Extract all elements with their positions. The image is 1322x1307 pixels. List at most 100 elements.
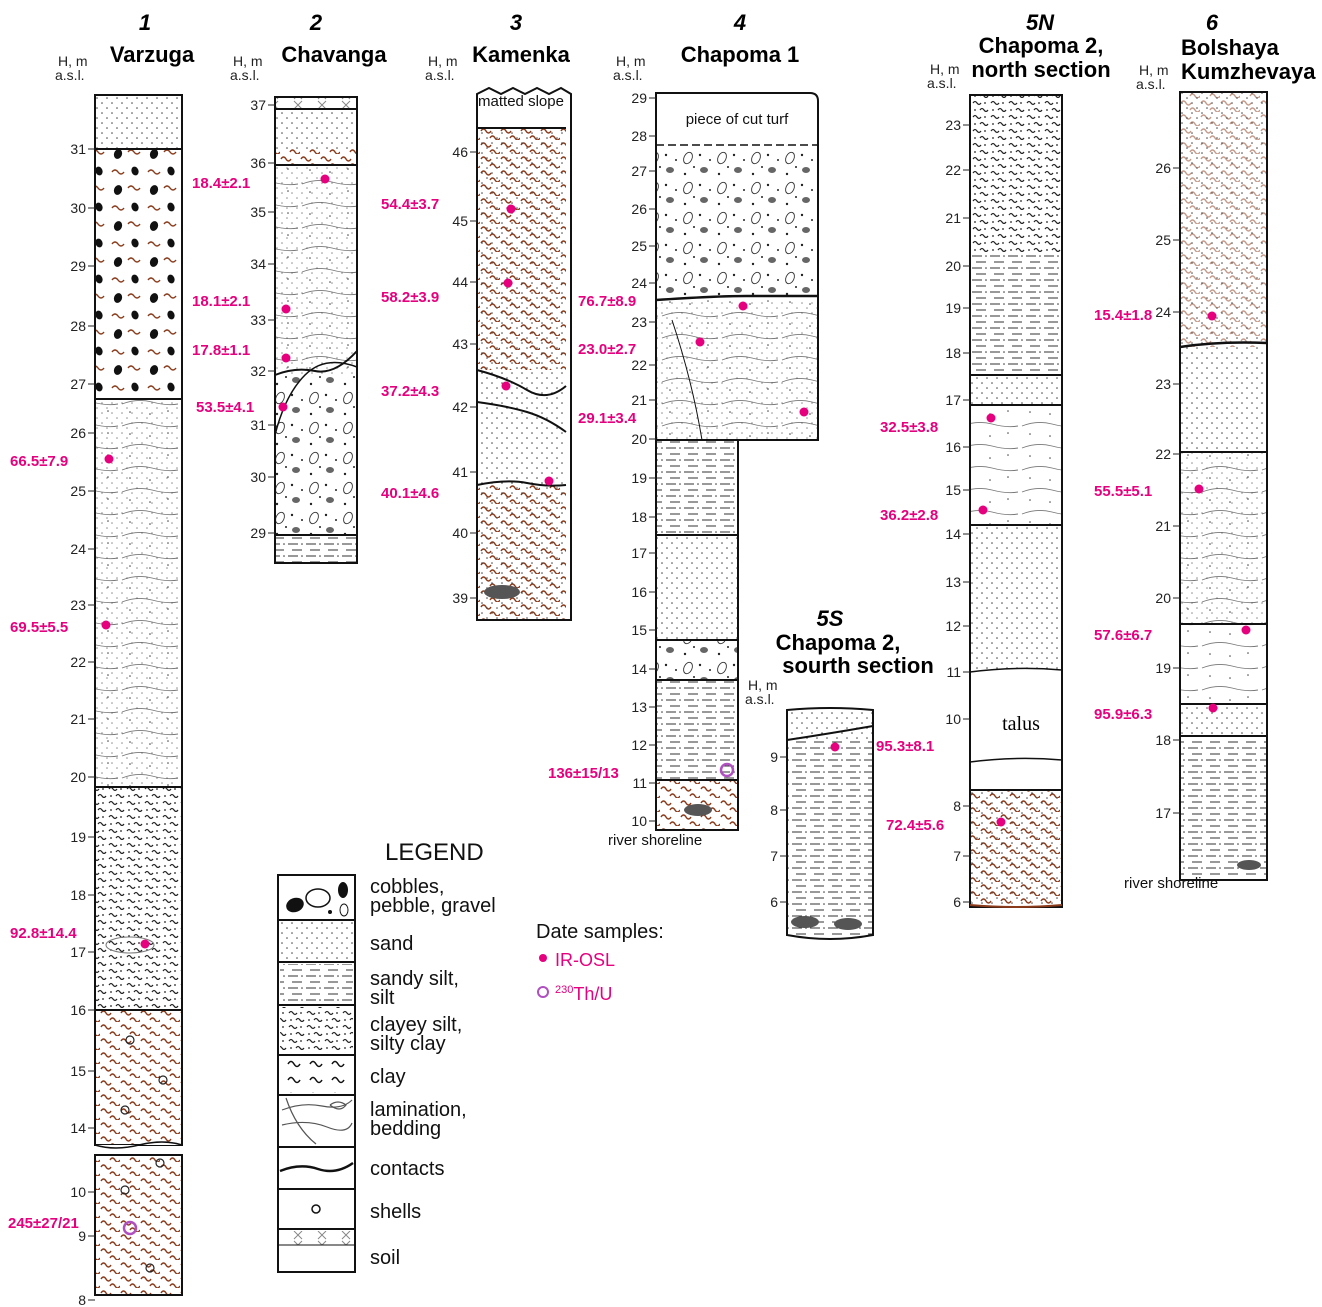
date-label: 54.4±3.7 [381, 196, 439, 213]
date-label: 18.4±2.1 [192, 175, 250, 192]
legend-label-silt: sandy silt,silt [370, 968, 459, 1009]
tick-label: 31 [70, 141, 86, 157]
tick-label: 7 [953, 848, 961, 864]
ir-osl-sample-dot [278, 402, 288, 412]
axis-label-h: H, m [58, 53, 88, 69]
tick-label: 10 [70, 1184, 86, 1200]
legend-swatch-clayey [280, 1007, 353, 1053]
tick-label: 31 [250, 417, 266, 433]
tick-label: 17 [70, 944, 86, 960]
date-label: 92.8±14.4 [10, 925, 77, 942]
talus-label: talus [1002, 713, 1040, 735]
column-number: 5S [817, 606, 844, 631]
axis-label-asl: a.s.l. [55, 67, 85, 83]
tick-label: 26 [70, 425, 86, 441]
legend-th-u-symbol [537, 986, 549, 998]
tick-label: 45 [452, 213, 468, 229]
legend-swatch-contacts [279, 1161, 354, 1173]
tick-label: 25 [1155, 232, 1171, 248]
date-label: 58.2±3.9 [381, 289, 439, 306]
tick-label: 15 [70, 1063, 86, 1079]
legend-label-cobbles: cobbles,pebble, gravel [370, 876, 496, 917]
tick-label: 18 [1155, 732, 1171, 748]
axis-label-asl: a.s.l. [1136, 76, 1166, 92]
ir-osl-sample-dot [501, 381, 511, 391]
date-label: 76.7±8.9 [578, 293, 636, 310]
column-name: Chapoma 1 [681, 42, 800, 67]
tick-label: 12 [945, 618, 961, 634]
tick-label: 39 [452, 590, 468, 606]
tick-label: 41 [452, 464, 468, 480]
column-1-varzuga: 1 Varzuga H, m a.s.l. 313029282726252423… [8, 10, 195, 1307]
date-samples: 95.3±8.1 [830, 738, 934, 755]
column-6-bolshaya-kumzhevaya: 6 Bolshaya Kumzhevaya H, m a.s.l. river … [1094, 10, 1316, 892]
tick-label: 27 [631, 163, 647, 179]
tick-label: 29 [70, 258, 86, 274]
tick-label: 20 [631, 431, 647, 447]
ir-osl-sample-dot [738, 301, 748, 311]
date-label: 72.4±5.6 [886, 817, 944, 834]
legend-swatch-lamination [281, 1097, 353, 1145]
legend-swatch-cobbles [286, 882, 349, 917]
column-2-chavanga: 2 Chavanga H, m a.s.l. 37363534333231302… [192, 10, 387, 564]
date-label: 245±27/21 [8, 1215, 79, 1232]
column-name-line-2: sourth section [782, 653, 934, 678]
date-label: 18.1±2.1 [192, 293, 250, 310]
tick-label: 33 [250, 312, 266, 328]
tick-label: 26 [1155, 160, 1171, 176]
column-number: 6 [1206, 10, 1219, 35]
date-label: 37.2±4.3 [381, 383, 439, 400]
top-note: piece of cut turf [686, 111, 789, 128]
ir-osl-sample-dot [1208, 703, 1218, 713]
date-label: 95.9±6.3 [1094, 706, 1152, 723]
column-number: 3 [510, 10, 522, 35]
tick-label: 7 [770, 848, 778, 864]
tick-label: 10 [631, 813, 647, 829]
legend-swatch-shells [311, 1204, 321, 1214]
column-name-line-2: north section [971, 57, 1110, 82]
tick-label: 6 [953, 894, 961, 910]
column-name: Chavanga [281, 42, 387, 67]
ir-osl-sample-dot [101, 620, 111, 630]
tick-label: 20 [945, 258, 961, 274]
tick-label: 19 [70, 829, 86, 845]
ir-osl-sample-dot [544, 476, 554, 486]
tick-label: 21 [631, 392, 647, 408]
tick-label: 22 [945, 162, 961, 178]
ir-osl-sample-dot [506, 204, 516, 214]
date-samples: 54.4±3.7 58.2±3.9 37.2±4.3 40.1±4.6 [381, 196, 554, 502]
date-samples: 66.5±7.9 69.5±5.5 92.8±14.4 245±27/21 [8, 453, 150, 1236]
tick-label: 18 [631, 509, 647, 525]
axis-label-asl: a.s.l. [613, 67, 643, 83]
tick-label: 23 [945, 117, 961, 133]
ir-osl-sample-dot [140, 939, 150, 949]
tick-label: 30 [70, 200, 86, 216]
top-note: matted slope [478, 93, 564, 110]
date-label: 55.5±5.1 [1094, 483, 1152, 500]
date-label: 69.5±5.5 [10, 619, 68, 636]
legend-swatch-sand [280, 922, 353, 960]
date-label: 136±15/13 [548, 765, 619, 782]
date-samples: 32.5±3.8 36.2±2.8 72.4±5.6 [880, 413, 1006, 834]
tick-label: 19 [1155, 660, 1171, 676]
tick-label: 17 [631, 545, 647, 561]
ir-osl-sample-dot [1241, 625, 1251, 635]
column-3-kamenka: 3 Kamenka H, m a.s.l. matted slope 46454… [381, 10, 572, 621]
date-samples: 18.4±2.1 18.1±2.1 17.8±1.1 53.5±4.1 [192, 174, 330, 416]
tick-label: 15 [631, 622, 647, 638]
axis-label-h: H, m [616, 53, 646, 69]
legend-ir-osl-label: IR-OSL [555, 950, 615, 970]
th-u-sample-symbol [122, 1220, 138, 1236]
column-number: 1 [139, 10, 151, 35]
legend-swatch-clay [280, 1057, 353, 1093]
ir-osl-sample-dot [799, 407, 809, 417]
tick-label: 42 [452, 399, 468, 415]
tick-label: 21 [70, 711, 86, 727]
tick-label: 13 [631, 699, 647, 715]
column-4-chapoma-1: 4 Chapoma 1 H, m a.s.l. piece of cut tur… [548, 10, 819, 849]
